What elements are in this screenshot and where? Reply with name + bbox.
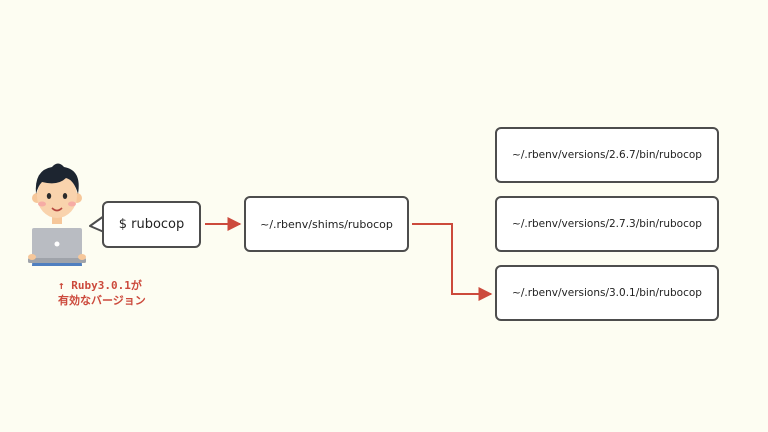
shim-path-text: ~/.rbenv/shims/rubocop [260,217,393,231]
person-mouth [51,207,63,212]
person-hand-right [78,254,86,260]
laptop-base [28,258,86,263]
person-hand-left [28,254,36,260]
person-with-laptop-icon [28,163,86,266]
person-hair [35,163,79,194]
version-path-box-3-0-1: ~/.rbenv/versions/3.0.1/bin/rubocop [495,265,719,321]
command-text: $ rubocop [118,217,185,232]
person-eye-left [46,193,52,199]
version-path-text: ~/.rbenv/versions/2.6.7/bin/rubocop [512,149,702,161]
version-path-text: ~/.rbenv/versions/3.0.1/bin/rubocop [512,287,702,299]
person-eye-right [62,193,68,199]
shim-path-box: ~/.rbenv/shims/rubocop [244,196,409,252]
person-face [37,174,77,218]
version-path-box-2-6-7: ~/.rbenv/versions/2.6.7/bin/rubocop [495,127,719,183]
person-neck [52,214,62,224]
arrow-shim-to-version-3-0-1 [412,223,493,301]
person-cheek-right [68,201,76,207]
apple-logo-icon [54,241,60,247]
active-version-note-line-1: ↑ Ruby3.0.1が [58,279,142,292]
version-path-box-2-7-3: ~/.rbenv/versions/2.7.3/bin/rubocop [495,196,719,252]
version-path-text: ~/.rbenv/versions/2.7.3/bin/rubocop [512,218,702,230]
active-version-note-line-2: 有効なバージョン [58,294,146,307]
command-bubble: $ rubocop [102,201,201,248]
person-cheek-left [38,201,46,207]
